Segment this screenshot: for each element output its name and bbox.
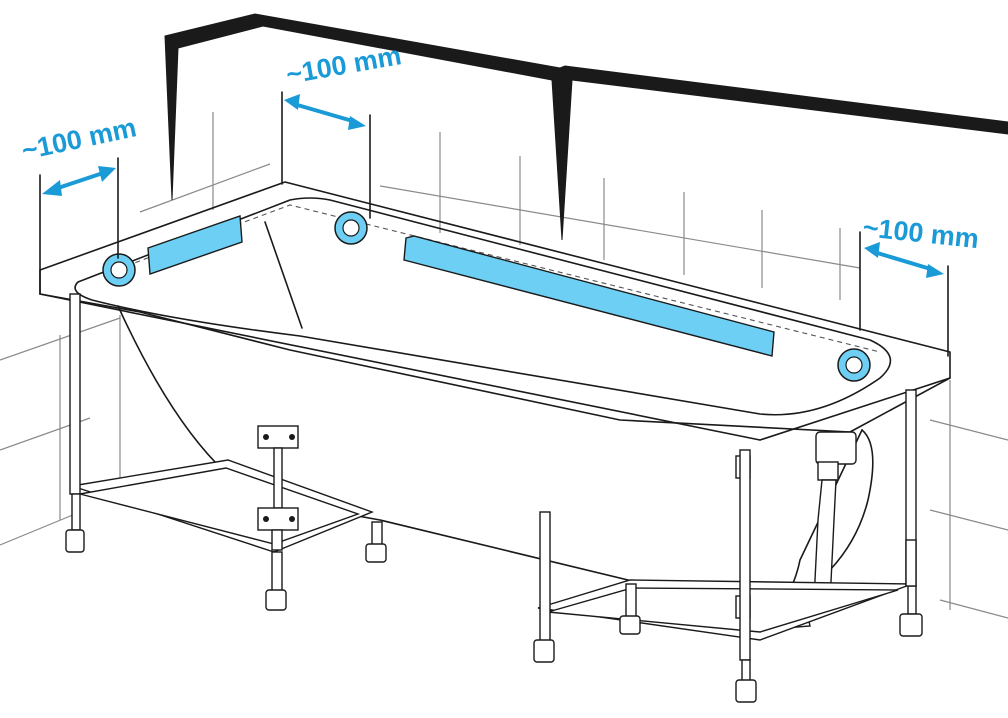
wall-tiles bbox=[0, 112, 1008, 619]
leg bbox=[619, 583, 641, 635]
leg bbox=[905, 539, 917, 587]
leg bbox=[65, 293, 85, 553]
support-block-long bbox=[403, 235, 775, 357]
frame-right bbox=[537, 579, 913, 641]
dimension-label-left: ~100 mm bbox=[19, 112, 139, 166]
wall-anchor bbox=[102, 253, 136, 287]
wall-top-edge bbox=[164, 13, 1008, 241]
leg bbox=[899, 389, 923, 637]
dimension-arrow-right bbox=[864, 242, 944, 278]
dimension-label-middle: ~100 mm bbox=[284, 40, 404, 90]
dimension-guides bbox=[39, 91, 949, 357]
leg bbox=[365, 521, 387, 563]
dimension-arrow-left bbox=[42, 166, 116, 196]
support-block-short bbox=[147, 215, 243, 275]
tub-legs bbox=[65, 293, 923, 703]
wall-anchor bbox=[837, 348, 871, 382]
dimension-arrow-middle bbox=[284, 94, 366, 130]
tub-rim bbox=[39, 181, 951, 433]
wall-anchor bbox=[334, 211, 368, 245]
leg bbox=[735, 449, 757, 703]
leg bbox=[533, 511, 555, 663]
tub-inner-rim bbox=[74, 197, 892, 416]
leg bbox=[265, 529, 287, 611]
frame-left bbox=[71, 459, 374, 553]
